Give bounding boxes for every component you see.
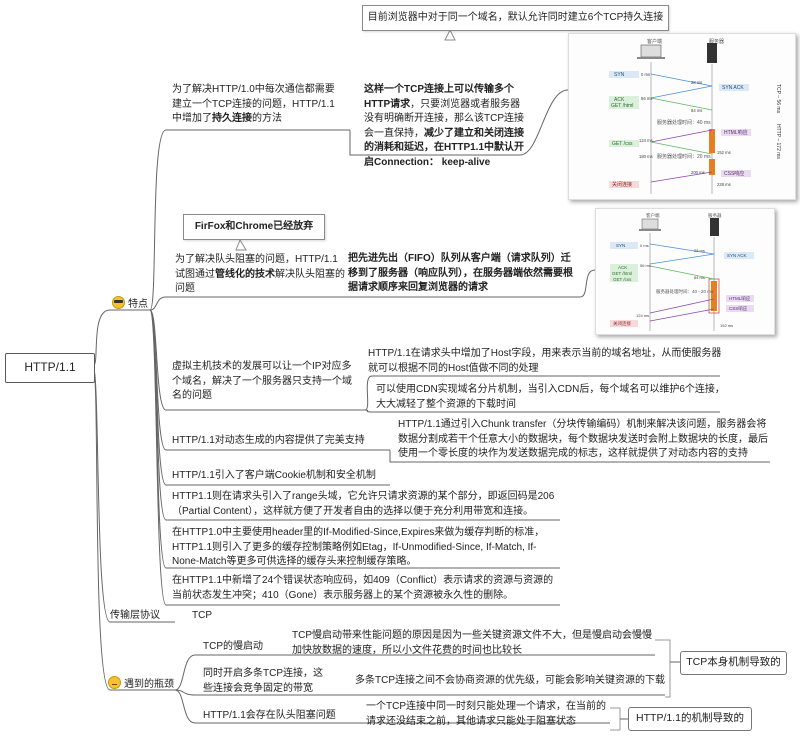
branch-bottleneck[interactable]: 遇到的瓶颈 (108, 676, 174, 693)
svg-text:228 ms: 228 ms (717, 182, 731, 187)
svg-text:TCP – 56 ms: TCP – 56 ms (775, 84, 781, 114)
svg-text:HTTP – 172 ms: HTTP – 172 ms (775, 124, 781, 159)
compete-detail[interactable]: 多条TCP连接之间不会协商资源的优先级，可能会影响关键资源的下载 (355, 675, 665, 686)
svg-text:关闭连接: 关闭连接 (612, 181, 632, 188)
d2-laptop-icon (641, 218, 659, 230)
transport-value[interactable]: TCP (192, 610, 212, 621)
svg-text:GET /html: GET /html (611, 103, 633, 109)
svg-text:ACK: ACK (618, 265, 627, 270)
connector-transport (92, 365, 175, 623)
root-node[interactable]: HTTP/1.1 (5, 353, 95, 383)
d2-server-icon (710, 218, 719, 236)
svg-text:服务器处理时间：20 ms: 服务器处理时间：20 ms (657, 153, 711, 160)
persistent-detail[interactable]: 这样一个TCP连接上可以传输多个HTTP请求，只要浏览器或者服务器没有明确断开连… (364, 84, 525, 168)
svg-text:0 ms: 0 ms (640, 243, 649, 248)
svg-text:56 ms: 56 ms (640, 263, 651, 268)
svg-text:152 ms: 152 ms (720, 323, 733, 328)
svg-text:CSS响应: CSS响应 (724, 170, 744, 177)
svg-text:GET /css: GET /css (612, 141, 633, 147)
vhost-host-detail[interactable]: HTTP/1.1在请求头中增加了Host字段，用来表示当前的域名地址，从而使服务… (368, 348, 722, 374)
d1-client-label: 客户端 (647, 38, 662, 45)
laptop-base (637, 57, 665, 59)
svg-text:124 ms: 124 ms (636, 313, 649, 318)
range-feature[interactable]: HTTP1.1则在请求头引入了range头域，它允许只请求资源的某个部分，即返回… (172, 491, 555, 517)
vhost-cdn-detail[interactable]: 可以使用CDN实现域名分片机制，当引入CDN后，每个域名可以维护6个连接，大大减… (376, 384, 725, 410)
http-cause-box[interactable]: HTTP/1.1的机制导致的 (628, 707, 752, 731)
svg-text:HTML响应: HTML响应 (724, 129, 748, 136)
svg-text:0 ms: 0 ms (641, 72, 650, 77)
connector-features (92, 309, 150, 367)
laptop-icon (640, 44, 662, 58)
svg-text:客户端: 客户端 (646, 212, 660, 219)
neutral-face-icon (108, 676, 121, 689)
svg-text:服务器处理时间：40 - 20 ms: 服务器处理时间：40 - 20 ms (656, 288, 714, 295)
svg-text:ACK: ACK (614, 97, 625, 103)
vhost-desc[interactable]: 虚拟主机技术的发展可以让一个IP对应多个域名，解决了一个服务器只支持一个域名的问… (172, 361, 352, 401)
branch-transport[interactable]: 传输层协议 (110, 610, 160, 621)
dynamic-detail[interactable]: HTTP/1.1通过引入Chunk transfer（分块传输编码）机制来解决该… (398, 419, 768, 459)
svg-text:200 ms: 200 ms (691, 170, 705, 175)
d1-processing-bar-2 (709, 159, 715, 175)
server-icon (707, 43, 717, 63)
svg-text:84 ms: 84 ms (694, 275, 705, 280)
svg-text:84 ms: 84 ms (691, 108, 702, 113)
branch-features-label: 特点 (128, 299, 148, 310)
svg-text:服务器: 服务器 (708, 212, 722, 219)
cookie-feature[interactable]: HTTP/1.1引入了客户端Cookie机制和安全机制 (172, 470, 376, 481)
svg-text:SYN: SYN (616, 243, 625, 248)
d1-server-label: 服务器 (709, 38, 724, 45)
pipeline-detail[interactable]: 把先进先出（FIFO）队列从客户端（请求队列）迁移到了服务器（响应队列），在服务… (348, 253, 573, 293)
svg-text:SYN ACK: SYN ACK (722, 85, 744, 91)
slow-start-label[interactable]: TCP的慢启动 (203, 641, 263, 652)
callout-browsers-abandoned: FirFox和Chrome已经放弃 (183, 214, 325, 240)
svg-text:152 ms: 152 ms (717, 150, 731, 155)
svg-text:28 ms: 28 ms (694, 248, 705, 253)
slow-start-detail[interactable]: TCP慢启动带来性能问题的原因是因为一些关键资源文件不大，但是慢启动会慢慢加快放… (292, 630, 652, 656)
svg-text:CSS响应: CSS响应 (729, 305, 748, 312)
connector-bottleneck (92, 365, 175, 691)
svg-text:服务器处理时间：40 ms: 服务器处理时间：40 ms (657, 119, 711, 126)
cool-face-icon (112, 296, 125, 309)
callout-six-connections: 目前浏览器中对于同一个域名，默认允许同时建立6个TCP持久连接 (362, 5, 669, 31)
d2-processing-bar (711, 281, 717, 311)
svg-text:SYN ACK: SYN ACK (727, 253, 747, 258)
status-code-feature[interactable]: 在HTTP1.1中新增了24个错误状态响应码，如409（Conflict）表示请… (172, 575, 554, 601)
branch-features[interactable]: 特点 (112, 296, 148, 313)
svg-text:GET /html: GET /html (612, 271, 632, 276)
svg-text:180 ms: 180 ms (639, 154, 653, 159)
svg-text:28 ms: 28 ms (691, 80, 702, 85)
tcp-cause-box[interactable]: TCP本身机制导致的 (680, 651, 787, 675)
pipeline-desc[interactable]: 为了解决队头阻塞的问题，HTTP/1.1试图通过管线化的技术解决队头阻塞的问题 (175, 254, 345, 294)
root-label: HTTP/1.1 (24, 360, 76, 375)
dynamic-desc[interactable]: HTTP/1.1对动态生成的内容提供了完美支持 (172, 435, 365, 446)
svg-text:GET /css: GET /css (613, 277, 632, 282)
d1-processing-bar-1 (709, 129, 715, 153)
cache-feature[interactable]: 在HTTP1.0中主要使用header里的If-Modified-Since,E… (172, 527, 545, 567)
svg-text:HTML响应: HTML响应 (729, 295, 751, 302)
persistent-desc[interactable]: 为了解决HTTP/1.0中每次通信都需要建立一个TCP连接的问题，HTTP/1.… (172, 84, 335, 124)
svg-text:关闭连接: 关闭连接 (613, 320, 631, 327)
hol-label[interactable]: HTTP/1.1会存在队头阻塞问题 (203, 710, 336, 721)
branch-bottleneck-label: 遇到的瓶颈 (124, 679, 174, 690)
hol-detail[interactable]: 一个TCP连接中同一时刻只能处理一个请求，在当前的请求还没结束之前，其他请求只能… (366, 701, 606, 727)
svg-text:124 ms: 124 ms (639, 138, 653, 143)
svg-text:SYN: SYN (614, 72, 625, 78)
compete-label[interactable]: 同时开启多条TCP连接，这些连接会竞争固定的带宽 (203, 668, 323, 694)
svg-text:56 ms: 56 ms (641, 96, 652, 101)
